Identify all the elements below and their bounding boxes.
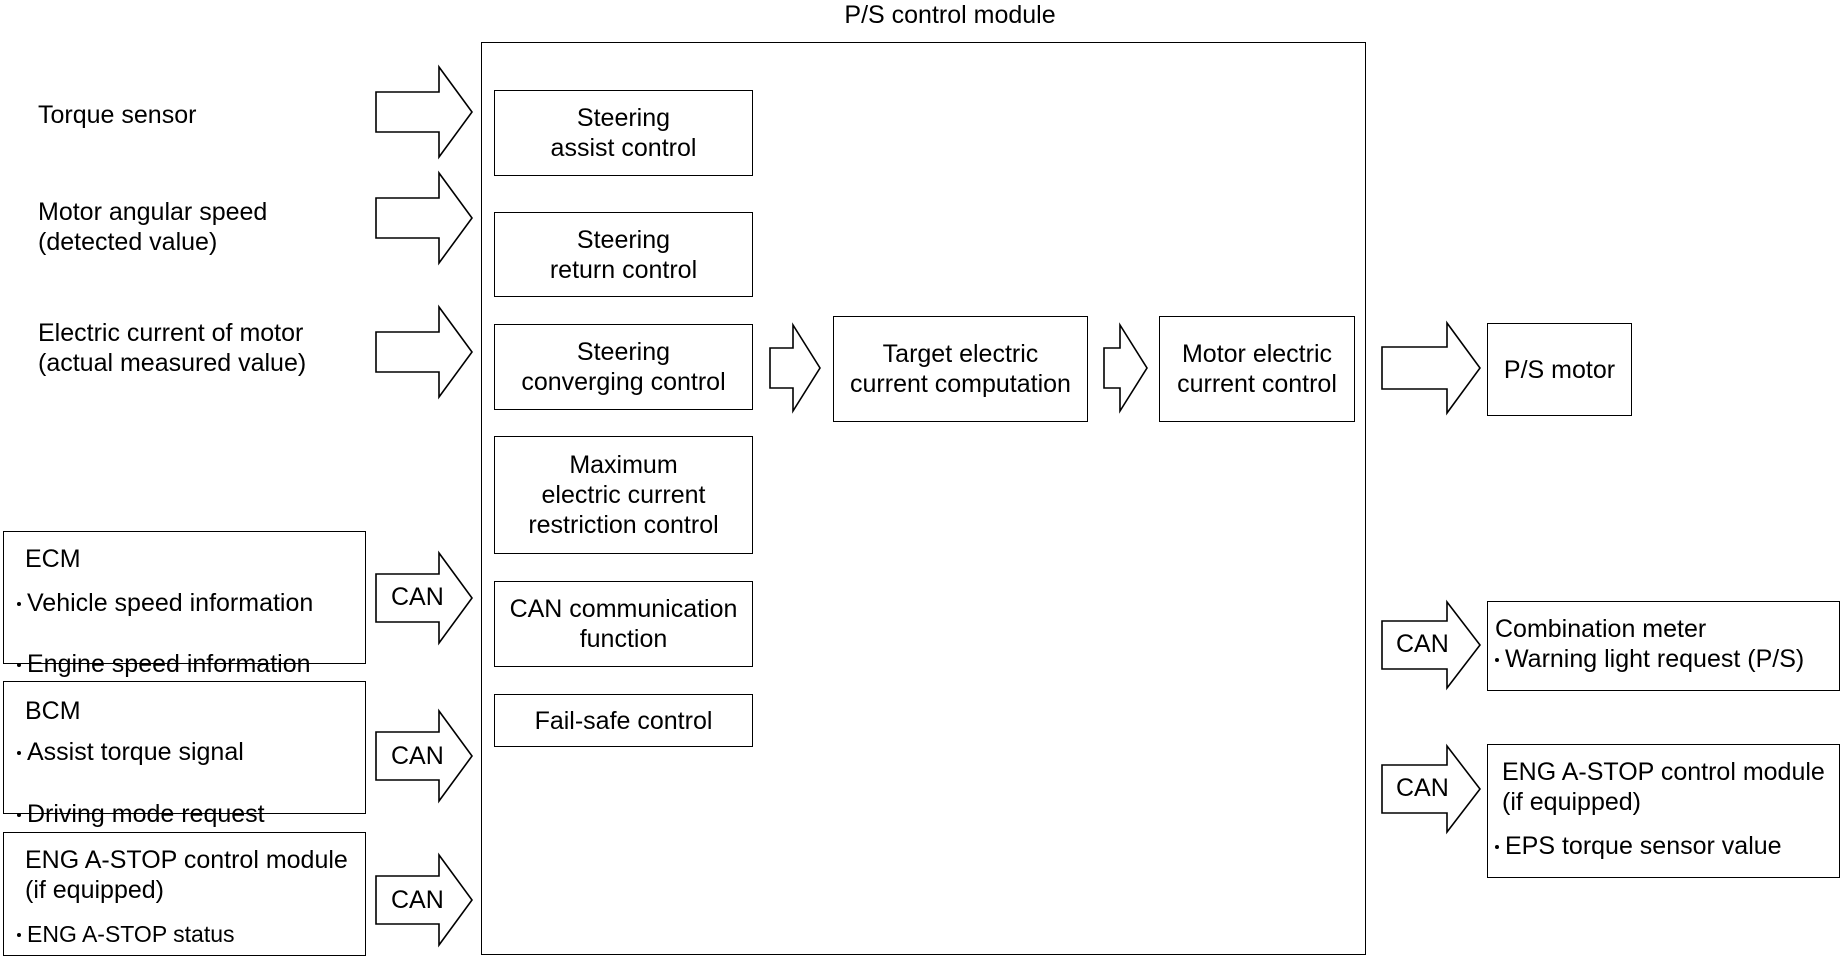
bcm-item-2: Driving mode request bbox=[16, 799, 377, 829]
target-current-computation-box: Target electric current computation bbox=[833, 316, 1088, 422]
ecm-box: ECM Vehicle speed information Engine spe… bbox=[3, 531, 366, 678]
max-current-restriction-control-box: Maximum electric current restriction con… bbox=[494, 436, 753, 554]
arrow-ecm-can bbox=[375, 550, 473, 646]
input-motor-current: Electric current of motor (actual measur… bbox=[38, 319, 307, 377]
combination-meter-title: Combination meter bbox=[1495, 615, 1707, 643]
eng-a-stop-input-title: ENG A-STOP control module (if equipped) bbox=[25, 846, 348, 904]
can-label-combination-meter: CAN bbox=[1396, 630, 1449, 658]
input-motor-angular-speed: Motor angular speed (detected value) bbox=[38, 198, 268, 256]
arrow-torque-sensor bbox=[375, 64, 473, 160]
can-label-ecm: CAN bbox=[391, 583, 444, 611]
steering-assist-control-box: Steering assist control bbox=[494, 90, 753, 176]
ecm-item-2: Engine speed information bbox=[16, 649, 377, 679]
eng-a-stop-input-item: ENG A-STOP status bbox=[16, 919, 377, 949]
fail-safe-control-box: Fail-safe control bbox=[494, 694, 753, 747]
can-label-eng-input: CAN bbox=[391, 886, 444, 914]
can-label-bcm: CAN bbox=[391, 742, 444, 770]
steering-return-control-box: Steering return control bbox=[494, 212, 753, 297]
can-label-eng-output: CAN bbox=[1396, 774, 1449, 802]
arrow-motor-angular-speed bbox=[375, 170, 473, 266]
combination-meter-box: Combination meter Warning light request … bbox=[1487, 601, 1840, 691]
eng-a-stop-output-item: EPS torque sensor value bbox=[1494, 831, 1840, 861]
arrow-can-eng-output bbox=[1381, 743, 1482, 835]
bcm-title: BCM bbox=[25, 697, 81, 725]
combination-meter-item: Warning light request (P/S) bbox=[1494, 644, 1840, 674]
motor-current-control-box: Motor electric current control bbox=[1159, 316, 1355, 422]
arrow-can-combination-meter bbox=[1381, 599, 1482, 691]
bcm-box: BCM Assist torque signal Driving mode re… bbox=[3, 681, 366, 828]
bcm-item-1: Assist torque signal bbox=[16, 737, 377, 767]
arrow-to-target-current bbox=[769, 322, 821, 414]
module-title: P/S control module bbox=[844, 1, 1056, 29]
arrow-bcm-can bbox=[375, 708, 473, 804]
eng-a-stop-input-box: ENG A-STOP control module (if equipped) … bbox=[3, 832, 366, 956]
arrow-eng-can bbox=[375, 852, 473, 948]
steering-converging-control-box: Steering converging control bbox=[494, 324, 753, 410]
input-torque-sensor: Torque sensor bbox=[38, 101, 197, 129]
eng-a-stop-output-box: ENG A-STOP control module (if equipped) … bbox=[1487, 744, 1840, 878]
can-communication-function-box: CAN communication function bbox=[494, 581, 753, 667]
arrow-motor-current bbox=[375, 304, 473, 400]
arrow-to-motor-current-control bbox=[1103, 322, 1148, 414]
ps-motor-box: P/S motor bbox=[1487, 323, 1632, 416]
ecm-item-1: Vehicle speed information bbox=[16, 588, 377, 618]
eng-a-stop-output-title: ENG A-STOP control module (if equipped) bbox=[1502, 758, 1825, 816]
ecm-title: ECM bbox=[25, 545, 81, 573]
arrow-to-ps-motor bbox=[1381, 320, 1481, 416]
